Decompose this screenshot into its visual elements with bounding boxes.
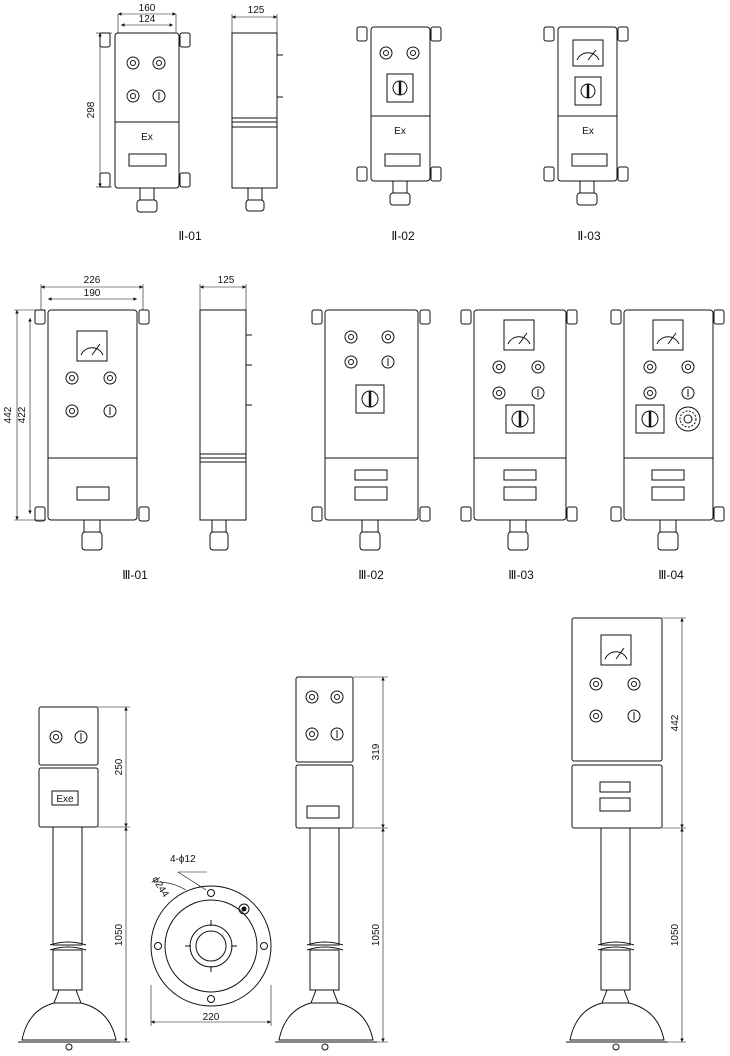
column-station-3 [566,617,668,1051]
dim-bolt-circle: ϕ244 [149,875,170,900]
caption-iii-04: Ⅲ-04 [658,568,684,582]
dim-1050-a: 1050 [114,923,125,946]
dim-125-mid: 125 [218,275,235,286]
dim-442-b: 442 [670,714,681,731]
dim-190: 190 [84,288,101,299]
enclosure-ii02 [356,26,442,206]
dimension-labels: 160 124 298 125 226 190 442 422 125 250 … [3,3,681,1023]
enclosure-iii01-front [34,309,150,551]
dim-160: 160 [139,3,156,14]
column-station-1 [18,706,120,1051]
dim-298: 298 [86,101,97,118]
ex-mark-ii02: Ex [394,126,406,137]
caption-ii-01: Ⅱ-01 [178,229,202,243]
model-captions: Ⅱ-01 Ⅱ-02 Ⅱ-03 Ⅲ-01 Ⅲ-02 Ⅲ-03 Ⅲ-04 [122,229,684,582]
enclosure-iii03 [460,309,578,551]
dim-125-top: 125 [248,5,265,16]
enclosure-iii02 [311,309,431,551]
dim-319: 319 [371,743,382,760]
dim-124: 124 [139,14,156,25]
enclosure-markings: Ex Ex Ex Exe [56,126,593,805]
dim-hole-pattern: 4-ϕ12 [170,854,196,865]
dim-250: 250 [114,758,125,775]
enclosure-ii01-front [99,32,191,213]
enclosure-ii01-side [231,32,283,212]
dim-1050-b: 1050 [371,923,382,946]
base-plate-top-view [150,871,272,1007]
exe-mark-station1: Exe [56,794,74,805]
caption-iii-01: Ⅲ-01 [122,568,148,582]
dim-422: 422 [17,406,28,423]
dim-442: 442 [3,406,14,423]
caption-iii-02: Ⅲ-02 [358,568,384,582]
enclosure-iii04 [610,309,725,551]
enclosure-ii03 [543,26,629,206]
dim-1050-c: 1050 [670,923,681,946]
enclosure-iii01-side [199,309,252,551]
ex-mark-ii01: Ex [141,132,153,143]
dim-226: 226 [84,275,101,286]
column-station-2 [275,676,377,1051]
caption-ii-03: Ⅱ-03 [577,229,601,243]
ex-mark-ii03: Ex [582,126,594,137]
caption-ii-02: Ⅱ-02 [391,229,415,243]
dim-220: 220 [203,1012,220,1023]
caption-iii-03: Ⅲ-03 [508,568,534,582]
